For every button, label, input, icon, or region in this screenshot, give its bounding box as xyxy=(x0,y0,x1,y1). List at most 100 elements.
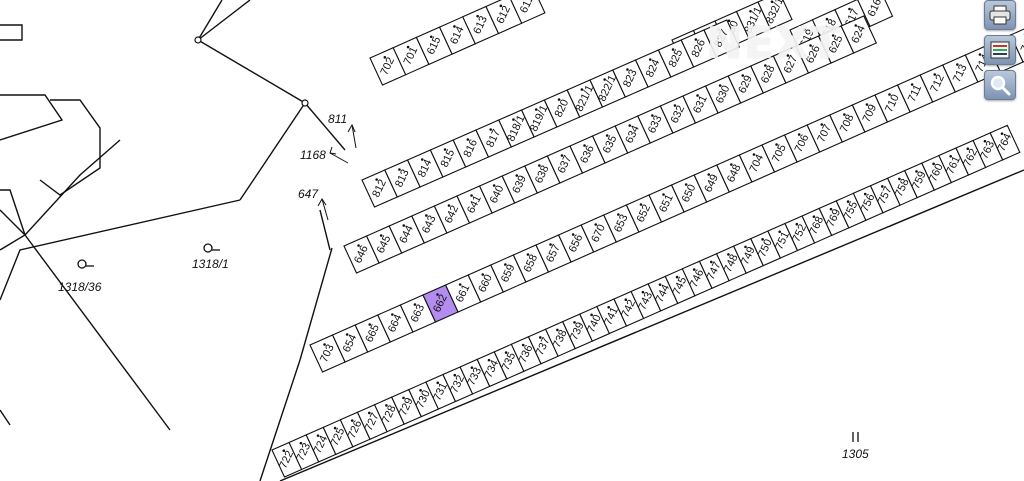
parcel-point xyxy=(910,83,914,86)
parcel-point xyxy=(717,28,720,31)
parcel-point xyxy=(345,333,349,336)
parcel-cell[interactable] xyxy=(857,0,894,28)
parcel-point xyxy=(865,103,869,106)
parcel-1305-label: 1305 xyxy=(842,447,869,461)
parcel-point xyxy=(888,93,891,96)
parcel-point xyxy=(583,144,586,147)
parcel-point xyxy=(357,244,360,247)
parcel-1318-1-label: 1318/1 xyxy=(192,257,229,271)
parcel-point xyxy=(786,54,790,57)
parcel-point xyxy=(515,174,519,177)
parcel-point xyxy=(316,434,320,437)
parcel-point xyxy=(603,78,606,81)
parcel-point xyxy=(727,253,730,256)
map-labels: 1318/36 1318/1 1305 811 1168 647 xyxy=(58,112,869,461)
parcel-point xyxy=(466,138,470,141)
parcel-point xyxy=(749,9,752,13)
parcel-point xyxy=(829,207,833,211)
parcel-point xyxy=(560,154,564,157)
parcel-point xyxy=(481,273,485,276)
parcel-point xyxy=(282,449,286,453)
layers-button[interactable] xyxy=(984,35,1016,65)
parcel-point xyxy=(487,358,491,362)
parcel-point xyxy=(425,214,428,217)
parcel-point xyxy=(863,192,867,196)
parcel-number: 716 xyxy=(1019,33,1024,55)
parcel-point xyxy=(607,305,610,309)
pointer-811-label: 811 xyxy=(328,112,347,126)
meadow-symbol-1305 xyxy=(852,432,859,442)
parcel-point xyxy=(803,28,806,31)
parcel-point xyxy=(820,123,824,126)
parcel-point xyxy=(675,275,679,279)
parcel-point xyxy=(617,213,620,216)
parcel-cell[interactable] xyxy=(989,124,1021,161)
parcel-point xyxy=(350,419,354,422)
parcel-cell[interactable] xyxy=(509,0,546,24)
parcel-point xyxy=(696,94,699,97)
parcel-point xyxy=(436,293,439,296)
parcel-point xyxy=(761,238,764,241)
pointer-arrows xyxy=(317,123,357,221)
parcel-point xyxy=(499,4,503,8)
parcel-point xyxy=(453,25,456,28)
parcel-point xyxy=(718,84,722,87)
parcel-point xyxy=(846,200,850,203)
parcel-point xyxy=(504,351,508,354)
parcel-point xyxy=(752,153,756,156)
pointer-1168-label: 1168 xyxy=(300,148,326,162)
parcel-point xyxy=(420,158,424,161)
parcel-point xyxy=(470,194,473,197)
parcel-point xyxy=(651,114,654,117)
search-icon xyxy=(990,75,1011,96)
parcel-cell[interactable] xyxy=(840,15,878,54)
parcel-point xyxy=(512,118,515,121)
parcel-point xyxy=(956,63,959,66)
parcel-point xyxy=(470,366,474,369)
parcel-point xyxy=(429,35,433,39)
parcel-cell[interactable] xyxy=(703,19,741,58)
parcel-point xyxy=(730,163,733,166)
parcel-point xyxy=(368,411,371,415)
parcel-point xyxy=(504,263,507,266)
parcel-point xyxy=(915,170,918,173)
parcel-point xyxy=(419,389,422,392)
parcel-point xyxy=(413,303,417,306)
parcel-point xyxy=(333,426,337,430)
parcel-point xyxy=(932,162,935,166)
parcel-point xyxy=(707,173,711,176)
parcel-point xyxy=(573,321,576,324)
parcel-point xyxy=(684,183,688,186)
parcel-point xyxy=(848,7,851,11)
parcel-point xyxy=(694,38,698,41)
parcel-point xyxy=(648,58,652,61)
parcel-point xyxy=(476,14,479,18)
parcel-point xyxy=(710,260,713,264)
parcel-point xyxy=(641,290,645,294)
parcel-point xyxy=(797,133,801,136)
parcel-point xyxy=(521,343,525,347)
parcel-point xyxy=(375,178,378,181)
parcel-point xyxy=(323,343,326,346)
parcel-point xyxy=(447,204,451,207)
parcel-cell[interactable] xyxy=(757,0,793,30)
print-button[interactable] xyxy=(984,0,1016,30)
parcel-point xyxy=(628,124,632,127)
parcel-point xyxy=(978,53,982,56)
parcel-point xyxy=(458,283,462,286)
parcel-point xyxy=(383,56,387,59)
parcel-point xyxy=(580,88,584,91)
parcel-rows: 702701615614613612611828829830831/1832/1… xyxy=(271,0,1024,478)
parcel-point xyxy=(538,164,541,167)
parcel-point xyxy=(775,143,778,146)
parcel-point xyxy=(1000,132,1004,135)
search-button[interactable] xyxy=(984,70,1016,100)
parcel-point xyxy=(983,139,987,143)
parcel-point xyxy=(966,147,970,151)
